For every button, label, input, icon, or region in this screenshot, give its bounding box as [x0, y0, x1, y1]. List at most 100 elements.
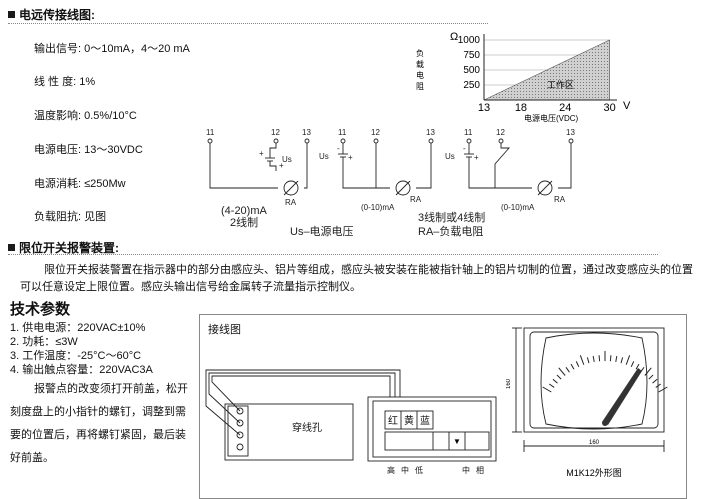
minus-sign: - — [337, 144, 340, 153]
scale-tick — [552, 378, 558, 384]
scale-tick — [655, 383, 661, 388]
meter-window — [540, 332, 648, 430]
spec-label: 负载阻抗: — [34, 211, 82, 223]
plus-sign: + — [259, 149, 264, 158]
label-mid: 中 — [401, 465, 409, 475]
junction-box — [224, 403, 354, 461]
us-caption: Us–电源电压 — [290, 224, 354, 238]
ra-label: RA — [285, 198, 297, 207]
scale-tick — [592, 355, 595, 363]
section-title-limit: 限位开关报警装置: — [8, 239, 119, 256]
scale-tick — [575, 361, 580, 368]
outline-caption: M1K12外形图 — [566, 467, 622, 478]
bullet-square-icon — [8, 11, 15, 18]
wiring-box-title: 接线图 — [208, 324, 241, 336]
terminal-13 — [304, 138, 310, 144]
terminal-12 — [373, 138, 379, 144]
chart-y-tick: 750 — [463, 50, 480, 61]
chart-x-tick: 13 — [478, 102, 490, 114]
label-phase: 相 — [476, 465, 484, 475]
scale-tick — [630, 361, 635, 368]
scale-tick — [648, 374, 654, 380]
terminal-label: 13 — [566, 128, 575, 137]
terminal-label: 11 — [206, 128, 215, 137]
terminal-label: 11 — [338, 128, 347, 137]
chart-y-tick: 1000 — [458, 35, 481, 46]
section-title-remote: 电远传接线图: — [8, 6, 95, 23]
scale-tick — [542, 386, 552, 393]
scale-tick — [598, 355, 601, 362]
hole-label: 穿线孔 — [292, 421, 322, 434]
chart-x-tick: 30 — [603, 102, 615, 114]
scale-tick — [549, 383, 555, 388]
terminal-label: 13 — [302, 128, 311, 137]
plus-sign: + — [348, 153, 353, 162]
spec-consumption: 电源消耗: ≤250Mw — [34, 175, 126, 191]
label-low: 低 — [415, 465, 423, 475]
divider — [8, 254, 658, 255]
range-label: (0-10)mA — [361, 203, 395, 212]
chart-x-title: 电源电压(VDC) — [524, 113, 579, 123]
ammeter-icon — [395, 180, 411, 196]
terminal-12 — [273, 138, 279, 144]
range-label: (4-20)mA — [221, 205, 268, 217]
scale-tick — [652, 378, 658, 384]
tech-item: 4. 输出触点容量：220VAC3A — [10, 364, 153, 376]
tech-item: 1. 供电电源：220VAC±10% — [10, 322, 146, 334]
wire-type-label: 2线制 — [230, 215, 258, 229]
spec-value: 1% — [79, 76, 96, 88]
controller-inner — [372, 400, 492, 458]
scale-tick — [586, 357, 590, 364]
spec-value: 0.5%/10°C — [84, 110, 137, 122]
terminal-11 — [207, 138, 213, 144]
tech-note: 报警点的改变须打开前盖，松开刻度盘上的小指针的螺钉，调整到需要的位置后，再将螺钉… — [10, 383, 188, 464]
scale-tick — [556, 374, 562, 380]
color-yellow-label: 黄 — [404, 414, 414, 427]
spec-label: 温度影响: — [34, 110, 82, 122]
section-title-remote-text: 电远传接线图: — [19, 8, 95, 22]
scale-tick — [565, 367, 570, 373]
lower-terminals — [384, 431, 490, 451]
spec-value: 0～10mA，4～20 mA — [84, 43, 190, 55]
scale-tick — [615, 355, 618, 363]
range-label: (0-10)mA — [501, 203, 535, 212]
chart-y-title-1: 负 — [416, 48, 424, 58]
ra-label: RA — [554, 195, 566, 204]
tech-heading: 技术参数 — [10, 301, 71, 318]
spec-output: 输出信号: 0～10mA，4～20 mA — [34, 40, 190, 56]
color-terminals — [384, 410, 434, 430]
ammeter-icon — [283, 180, 299, 196]
spec-linearity: 线 性 度: 1% — [34, 73, 95, 89]
us-label: Us — [319, 152, 329, 161]
chart-y-title-3: 电 — [416, 70, 424, 80]
divider — [8, 23, 488, 24]
terminal-label: 11 — [464, 128, 473, 137]
scale-ticks — [542, 351, 668, 393]
scale-tick — [658, 386, 668, 393]
terminal-12 — [498, 138, 504, 144]
chart-y-tick: 250 — [463, 80, 480, 91]
spec-impedance: 负载阻抗: 见图 — [34, 208, 106, 224]
plus-sign: + — [279, 161, 284, 170]
spec-label: 电源消耗: — [34, 178, 82, 190]
chart-y-title-4: 阻 — [416, 82, 424, 91]
spec-voltage: 电源电压: 13～30VDC — [34, 141, 143, 157]
chart-y-title-2: 载 — [416, 59, 424, 69]
spec-value: ≤250Mw — [84, 178, 126, 190]
terminal-11 — [340, 138, 346, 144]
color-red-label: 红 — [388, 414, 398, 427]
terminal-screw-icon — [236, 431, 244, 439]
chart-y-unit: Ω — [450, 31, 458, 43]
ra-caption: RA–负载电阻 — [418, 224, 483, 238]
terminal-label: 12 — [371, 128, 380, 137]
wiring-diagrams: 11 12 13 + + Us RA (4-20)mA 2线制 11 12 13… — [206, 128, 575, 238]
limit-description: 限位开关报装警置在指示器中的部分由感应头、铝片等组成，感应头被安装在能被指针轴上… — [20, 264, 693, 293]
outline-drawing: 160 160 M1K12外形图 — [506, 327, 668, 478]
spec-temp: 温度影响: 0.5%/10°C — [34, 107, 137, 123]
us-label: Us — [282, 155, 292, 164]
load-chart: Ω 负 载 电 阻 1000 750 500 250 13 18 24 30 V… — [416, 31, 631, 123]
scale-tick — [644, 367, 652, 376]
meter-face — [529, 331, 659, 429]
height-dimension: 160 — [506, 378, 512, 389]
terminal-11 — [466, 138, 472, 144]
